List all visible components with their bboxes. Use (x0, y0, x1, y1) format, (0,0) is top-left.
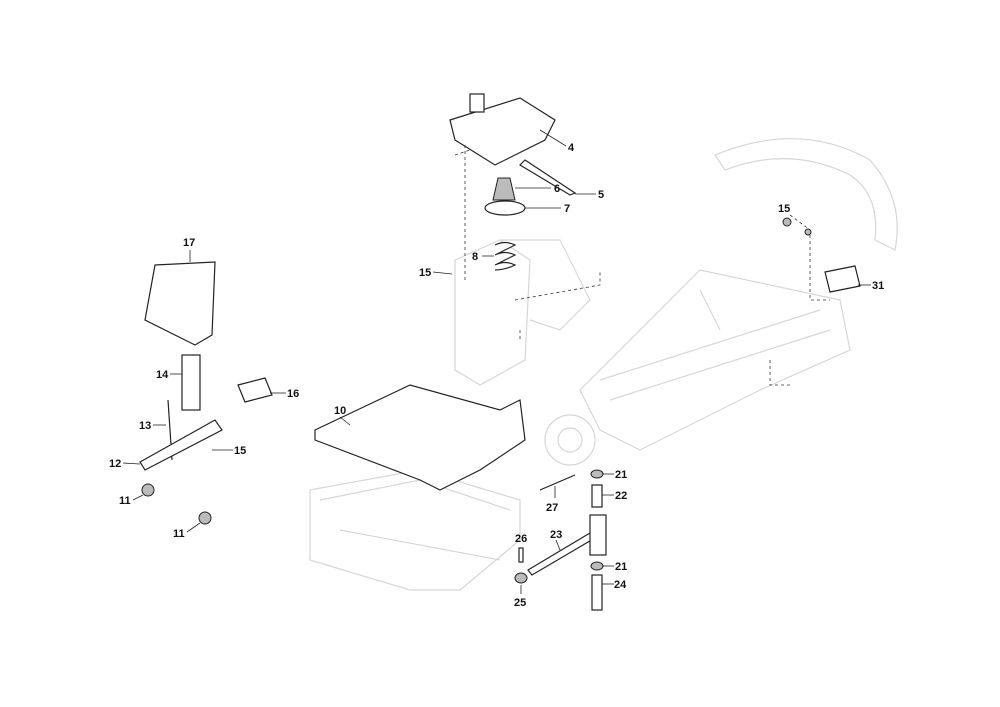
callout-26: 26 (515, 533, 527, 545)
part-24-pin (591, 574, 614, 611)
callout-14: 14 (156, 369, 169, 381)
part-11-bushings (132, 483, 212, 533)
part-14-switch (170, 354, 201, 411)
callout-4: 4 (568, 142, 575, 154)
callout-11: 11 (119, 495, 131, 507)
callout-13: 13 (139, 420, 151, 432)
callout-15: 15 (234, 445, 246, 457)
callout-5: 5 (598, 189, 604, 201)
part-6-bellow (492, 177, 551, 201)
part-25-26 (514, 547, 528, 594)
callout-25: 25 (514, 597, 526, 609)
callout-11: 11 (173, 528, 185, 540)
callout-27: 27 (546, 502, 558, 514)
callout-7: 7 (564, 203, 570, 215)
part-17-shroud (144, 250, 216, 346)
part-4-seat-plate (449, 93, 567, 166)
callout-31: 31 (872, 280, 884, 292)
part-23-shaft (527, 514, 607, 576)
callout-21: 21 (615, 469, 627, 481)
part-15-bolt-right (782, 217, 812, 236)
callout-21: 21 (615, 561, 627, 573)
part-10-floor-plate (314, 384, 526, 491)
callout-23: 23 (550, 529, 562, 541)
callout-17: 17 (183, 237, 195, 249)
chassis-outline (309, 138, 898, 591)
part-7-disc (484, 200, 561, 216)
callout-24: 24 (614, 579, 627, 591)
callout-8: 8 (472, 251, 478, 263)
part-12-lever (122, 419, 223, 471)
part-8-spring (482, 241, 517, 271)
callout-16: 16 (287, 388, 299, 400)
callout-12: 12 (109, 458, 121, 470)
part-5-rod (519, 159, 596, 196)
callout-15: 15 (778, 203, 790, 215)
part-21-22-bushings (590, 469, 614, 571)
callout-10: 10 (334, 405, 346, 417)
callout-6: 6 (554, 183, 560, 195)
callout-22: 22 (615, 490, 627, 502)
part-31-bracket (824, 265, 871, 293)
part-27-spring (539, 474, 576, 498)
callout-15: 15 (419, 267, 431, 279)
part-16-bracket (237, 377, 286, 403)
